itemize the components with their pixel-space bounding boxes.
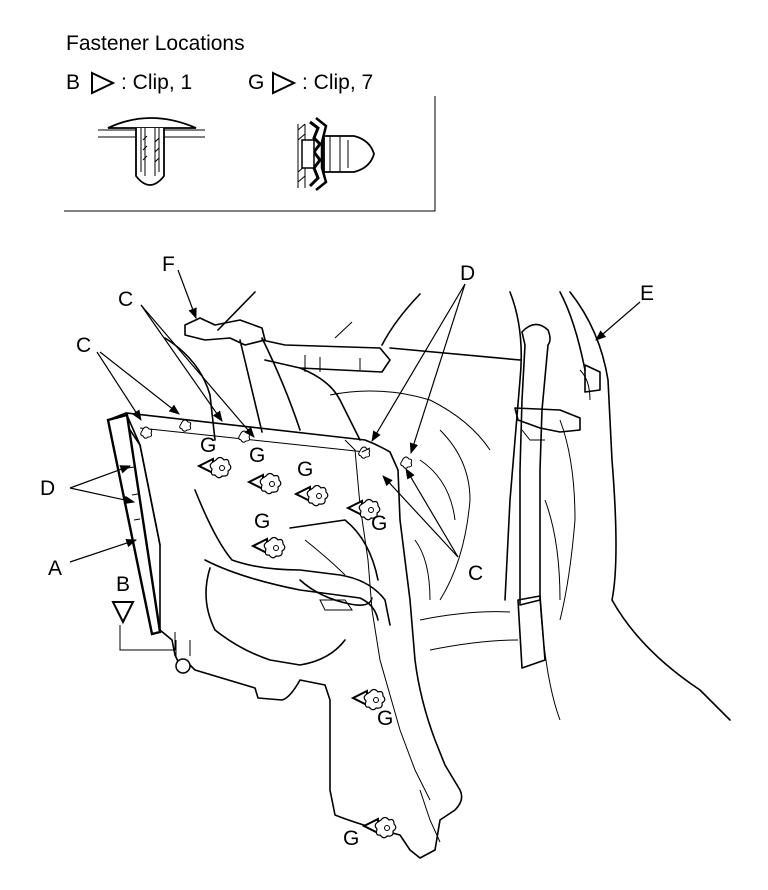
legend-letter-g: G bbox=[248, 71, 264, 94]
triangle-b-icon bbox=[91, 71, 116, 95]
callout-c: C bbox=[76, 334, 91, 357]
legend-box-border bbox=[64, 96, 436, 212]
clip-g-illustration bbox=[297, 117, 375, 191]
triangle-g-icon bbox=[272, 71, 297, 95]
callout-b: B bbox=[116, 573, 130, 596]
clip-b-marker-icon bbox=[111, 601, 135, 625]
callout-g: G bbox=[343, 827, 359, 850]
leader-lines bbox=[69, 269, 641, 563]
callout-g: G bbox=[377, 707, 393, 730]
callout-labels: F C C D E D A B C G G G G G G G bbox=[40, 253, 654, 850]
callout-g: G bbox=[249, 444, 265, 467]
legend-text-g: : Clip, 7 bbox=[302, 71, 373, 94]
callout-c: C bbox=[468, 562, 483, 585]
callout-d: D bbox=[460, 262, 475, 285]
legend-title: Fastener Locations bbox=[66, 32, 245, 55]
callout-e: E bbox=[640, 282, 654, 305]
vehicle-interior-illustration bbox=[106, 291, 731, 859]
fastener-legend: Fastener Locations B : Clip, 1 G : Clip,… bbox=[64, 32, 436, 212]
callout-d: D bbox=[40, 477, 55, 500]
callout-a: A bbox=[48, 557, 62, 580]
callout-c: C bbox=[118, 288, 133, 311]
callout-f: F bbox=[162, 253, 175, 276]
callout-g: G bbox=[200, 434, 216, 457]
callout-g: G bbox=[297, 458, 313, 481]
callout-g: G bbox=[254, 510, 270, 533]
legend-letter-b: B bbox=[66, 71, 80, 94]
clip-b-illustration bbox=[98, 117, 205, 186]
clip-g-markers bbox=[198, 456, 397, 839]
callout-g: G bbox=[371, 512, 387, 535]
legend-text-b: : Clip, 1 bbox=[121, 71, 192, 94]
